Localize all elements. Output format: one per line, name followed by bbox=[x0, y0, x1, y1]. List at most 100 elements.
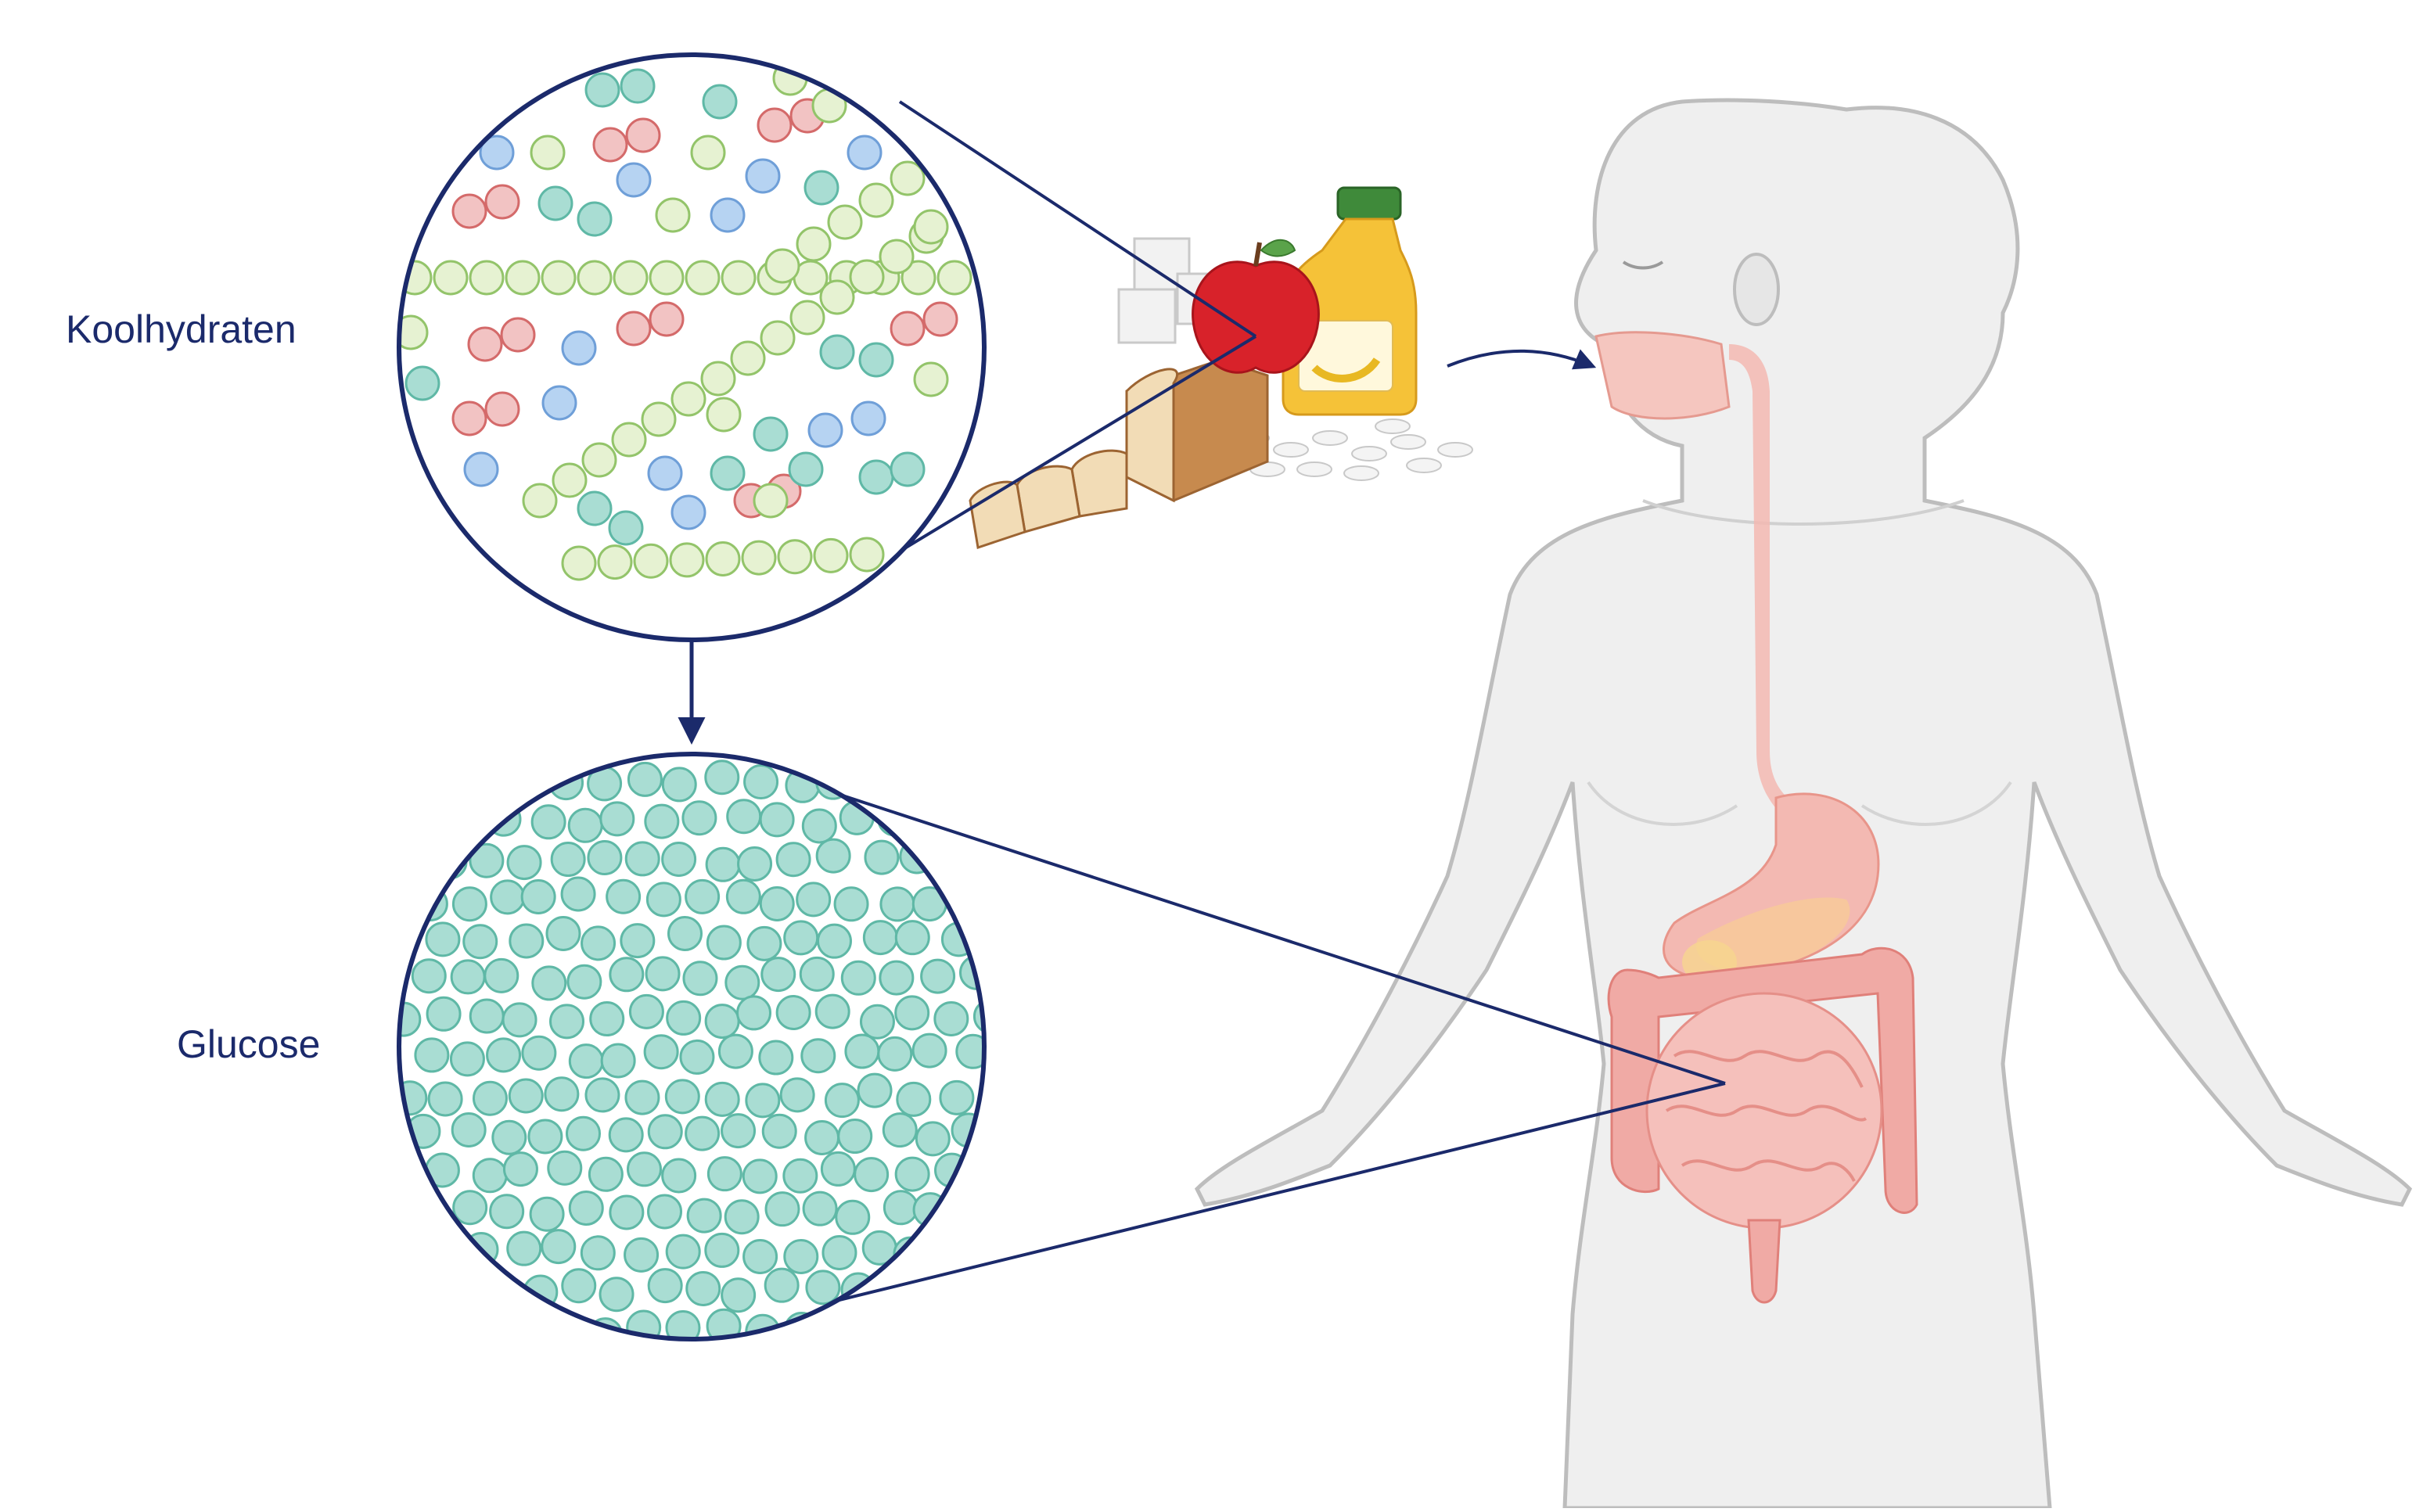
glucose-molecule bbox=[462, 924, 498, 960]
polysaccharide-unit bbox=[858, 182, 894, 218]
disaccharide-unit bbox=[592, 127, 628, 163]
disaccharide-unit bbox=[451, 400, 487, 436]
glucose-molecule bbox=[706, 1156, 742, 1192]
glucose-molecule bbox=[399, 1080, 428, 1116]
glucose-molecule bbox=[844, 1033, 880, 1069]
glucose-molecule bbox=[743, 764, 779, 800]
glucose-molecule bbox=[896, 1081, 932, 1117]
glucose-molecule bbox=[704, 1232, 740, 1268]
polysaccharide-unit bbox=[552, 462, 588, 498]
polysaccharide-unit bbox=[819, 279, 855, 315]
glucose-molecule bbox=[706, 925, 742, 961]
monosaccharide-unit bbox=[850, 400, 886, 436]
glucose-molecule bbox=[547, 1150, 583, 1186]
glucose-molecule bbox=[588, 1156, 624, 1192]
polysaccharide-unit bbox=[789, 300, 825, 336]
glucose-molecule bbox=[745, 1083, 781, 1119]
glucose-molecule bbox=[816, 923, 852, 959]
polysaccharide-unit bbox=[669, 542, 705, 578]
juice-bottle-icon bbox=[1282, 186, 1418, 416]
glucose-molecule bbox=[469, 998, 505, 1034]
glucose-molecule bbox=[821, 1234, 857, 1270]
glucose-label: Glucose bbox=[177, 1022, 321, 1066]
monosaccharide-unit bbox=[710, 197, 746, 233]
glucose-molecule bbox=[859, 1004, 895, 1040]
polysaccharide-unit bbox=[581, 442, 617, 478]
glucose-molecule bbox=[427, 1081, 463, 1117]
carbohydrates-zoom-circle bbox=[397, 52, 987, 642]
glucose-molecule bbox=[425, 921, 461, 957]
polysaccharide-unit bbox=[690, 135, 726, 171]
glucose-molecule bbox=[506, 845, 542, 881]
disaccharide-unit bbox=[616, 311, 652, 347]
glucose-molecule bbox=[814, 993, 850, 1029]
glucose-molecule bbox=[452, 1190, 488, 1226]
glucose-molecule bbox=[799, 956, 835, 992]
polysaccharide-unit bbox=[613, 260, 649, 296]
glucose-molecule bbox=[864, 839, 900, 875]
glucose-molecule bbox=[490, 879, 526, 915]
polysaccharide-unit bbox=[541, 260, 577, 296]
monosaccharide-unit bbox=[847, 135, 883, 171]
glucose-molecule bbox=[566, 964, 602, 1000]
glucose-molecule bbox=[609, 1194, 645, 1230]
polysaccharide-unit bbox=[879, 239, 915, 275]
glucose-molecule bbox=[679, 1039, 715, 1075]
monosaccharide-unit bbox=[807, 412, 843, 448]
glucose-molecule bbox=[624, 1237, 660, 1273]
glucose-molecule bbox=[667, 916, 703, 952]
glucose-molecule bbox=[879, 960, 915, 996]
polysaccharide-unit bbox=[522, 483, 558, 519]
glucose-molecule bbox=[665, 1310, 701, 1339]
monosaccharide-unit bbox=[616, 162, 652, 198]
glucose-molecule bbox=[449, 1041, 485, 1077]
glucose-molecule bbox=[721, 1113, 757, 1149]
polysaccharide-unit bbox=[469, 260, 505, 296]
glucose-molecule bbox=[724, 1199, 760, 1235]
glucose-unit bbox=[858, 342, 894, 378]
glucose-molecule bbox=[628, 993, 664, 1029]
glucose-molecule bbox=[760, 957, 796, 993]
glucose-molecule bbox=[627, 761, 663, 797]
polysaccharide-unit bbox=[741, 540, 777, 576]
polysaccharide-unit bbox=[705, 541, 741, 576]
polysaccharide-unit bbox=[952, 117, 984, 153]
glucose-molecule bbox=[550, 842, 586, 878]
glucose-molecule bbox=[530, 804, 566, 840]
glucose-molecule bbox=[661, 1158, 697, 1194]
glucose-molecule bbox=[783, 920, 819, 956]
monosaccharide-unit bbox=[463, 451, 499, 487]
monosaccharide-unit bbox=[541, 385, 577, 421]
glucose-molecule bbox=[737, 846, 773, 882]
glucose-molecule bbox=[883, 1190, 919, 1226]
polysaccharide-unit bbox=[936, 260, 972, 296]
glucose-molecule bbox=[857, 1072, 893, 1108]
glucose-molecule bbox=[759, 886, 795, 922]
glucose-molecule bbox=[647, 1268, 683, 1304]
monosaccharide-unit bbox=[745, 158, 781, 194]
disaccharide-unit bbox=[484, 391, 520, 427]
glucose-unit bbox=[788, 451, 824, 487]
glucose-molecule bbox=[779, 1077, 815, 1113]
glucose-molecule bbox=[840, 960, 876, 996]
glucose-molecule bbox=[581, 925, 617, 961]
glucose-molecule bbox=[506, 1230, 542, 1266]
polysaccharide-unit bbox=[611, 422, 647, 458]
glucose-molecule bbox=[620, 923, 656, 959]
polysaccharide-unit bbox=[813, 537, 849, 573]
monosaccharide-unit bbox=[647, 455, 683, 491]
glucose-molecule bbox=[624, 1079, 660, 1115]
glucose-molecule bbox=[704, 760, 740, 796]
glucose-unit bbox=[753, 416, 789, 452]
glucose-molecule bbox=[911, 1033, 947, 1068]
polysaccharide-unit bbox=[399, 314, 429, 350]
glucose-unit bbox=[890, 451, 926, 487]
glucose-molecule bbox=[568, 1043, 604, 1079]
bread-loaf-icon bbox=[969, 358, 1269, 549]
glucose-molecule bbox=[746, 925, 782, 961]
glucose-molecule bbox=[682, 961, 718, 997]
glucose-molecule bbox=[721, 1277, 757, 1313]
glucose-molecule bbox=[489, 1194, 525, 1230]
glucose-molecule bbox=[742, 1158, 778, 1194]
glucose-molecule bbox=[645, 882, 681, 918]
